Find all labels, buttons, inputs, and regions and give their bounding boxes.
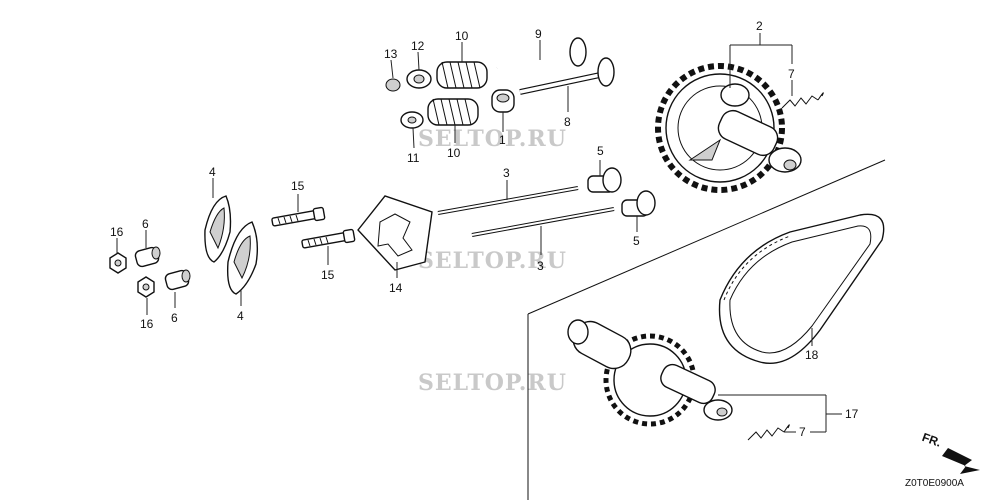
part-14-push-rod-guide-plate	[357, 195, 433, 271]
callout-3: 3	[503, 166, 510, 180]
part-2-camshaft-gear	[655, 63, 802, 193]
part-10-valve-spring-lower	[427, 98, 479, 126]
front-direction-label: FR.	[920, 430, 943, 450]
callout-13: 13	[384, 47, 398, 61]
part-9-intake-valve	[496, 37, 587, 70]
callout-1: 1	[499, 133, 506, 147]
section-divider	[527, 159, 886, 500]
callout-7: 7	[799, 425, 806, 439]
callout-16: 16	[110, 225, 124, 239]
part-11-spring-retainer	[400, 111, 424, 129]
callout-17: 17	[845, 407, 859, 421]
callout-14: 14	[389, 281, 403, 295]
part-1-valve-seal	[491, 89, 515, 113]
callout-9: 9	[535, 27, 542, 41]
callout-6: 6	[142, 217, 149, 231]
callout-16: 16	[140, 317, 154, 331]
part-6-rocker-arm-pivot-lower	[164, 269, 191, 291]
part-4-rocker-arm-lower	[226, 221, 259, 295]
callout-12: 12	[411, 39, 425, 53]
part-15-rocker-arm-bolt-upper	[271, 206, 326, 227]
part-5-valve-lifter-lower	[621, 190, 656, 217]
callout-8: 8	[564, 115, 571, 129]
callout-10: 10	[447, 146, 461, 160]
part-17-crankshaft-pulley	[567, 319, 733, 427]
leader-lines	[116, 33, 842, 433]
part-16-pivot-nut-lower	[137, 276, 155, 298]
callout-5: 5	[633, 234, 640, 248]
callout-10: 10	[455, 29, 469, 43]
callout-15: 15	[321, 268, 335, 282]
callout-7: 7	[788, 67, 795, 81]
watermark: SELTOP.RU	[418, 126, 567, 152]
callout-3: 3	[537, 259, 544, 273]
part-7-spring-upper	[781, 92, 824, 109]
callout-11: 11	[407, 151, 420, 165]
callout-4: 4	[209, 165, 216, 179]
front-direction-arrow-icon	[942, 448, 980, 474]
part-8-exhaust-valve	[519, 57, 615, 95]
part-18-timing-belt	[718, 213, 885, 364]
part-15-rocker-arm-bolt-lower	[301, 228, 356, 249]
part-5-valve-lifter-upper	[587, 167, 622, 193]
watermark: SELTOP.RU	[418, 370, 567, 396]
part-16-pivot-nut-upper	[109, 252, 127, 274]
part-6-rocker-arm-pivot-upper	[134, 246, 161, 268]
callout-4: 4	[237, 309, 244, 323]
callout-6: 6	[171, 311, 178, 325]
callout-15: 15	[291, 179, 305, 193]
part-4-rocker-arm-upper	[204, 195, 232, 263]
part-12-spring-retainer	[406, 69, 432, 89]
part-7-spring-lower	[747, 424, 790, 441]
part-13-valve-cotter	[385, 78, 401, 92]
diagram-code: Z0T0E0900A	[905, 478, 964, 489]
part-3-push-rod-lower	[471, 207, 615, 237]
part-3-push-rod-upper	[437, 186, 579, 215]
callout-2: 2	[756, 19, 763, 33]
part-10-valve-spring-upper	[436, 61, 488, 89]
callout-18: 18	[805, 348, 819, 362]
callout-5: 5	[597, 144, 604, 158]
watermark: SELTOP.RU	[418, 248, 567, 274]
